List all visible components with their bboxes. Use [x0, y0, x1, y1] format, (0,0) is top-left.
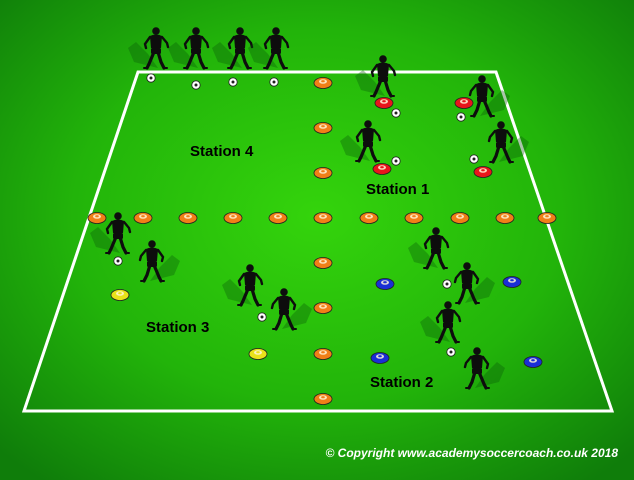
cone-icon [537, 212, 557, 224]
player-icon [463, 347, 505, 390]
cone-icon [87, 212, 107, 224]
cone-icon [523, 356, 543, 368]
cone-icon [404, 212, 424, 224]
station-4-label: Station 4 [190, 143, 254, 160]
cone-icon [248, 348, 268, 360]
cone-icon [178, 212, 198, 224]
soccer-ball-icon [391, 156, 401, 166]
player-icon [468, 75, 510, 118]
cone-icon [370, 352, 390, 364]
soccer-ball-icon [269, 77, 279, 87]
player-icon [340, 120, 382, 163]
player-icon [420, 301, 462, 344]
player-icon [453, 262, 495, 305]
cone-icon [223, 212, 243, 224]
player-icon [222, 264, 264, 307]
player-icon [128, 27, 170, 70]
cone-icon [313, 77, 333, 89]
cone-icon [495, 212, 515, 224]
balls-layer [113, 73, 479, 357]
cone-icon [313, 257, 333, 269]
cone-icon [313, 167, 333, 179]
players-layer [90, 27, 529, 390]
soccer-ball-icon [257, 312, 267, 322]
cone-icon [313, 122, 333, 134]
cone-icon [313, 348, 333, 360]
cone-icon [313, 212, 333, 224]
copyright-notice: © Copyright www.academysoccercoach.co.uk… [325, 446, 618, 460]
soccer-ball-icon [228, 77, 238, 87]
soccer-ball-icon [442, 279, 452, 289]
cone-icon [268, 212, 288, 224]
cone-icon [372, 163, 392, 175]
soccer-ball-icon [146, 73, 156, 83]
player-icon [90, 212, 132, 255]
cone-icon [133, 212, 153, 224]
player-icon [355, 55, 397, 98]
soccer-ball-icon [469, 154, 479, 164]
cone-icon [454, 97, 474, 109]
station-1-label: Station 1 [366, 181, 430, 198]
cone-icon [375, 278, 395, 290]
soccer-ball-icon [446, 347, 456, 357]
player-icon [248, 27, 290, 70]
cone-icon [374, 97, 394, 109]
cones-layer [87, 77, 557, 405]
player-icon [270, 288, 312, 331]
player-icon [408, 227, 450, 270]
soccer-ball-icon [191, 80, 201, 90]
pitch-boundary [21, 70, 615, 413]
cone-icon [450, 212, 470, 224]
player-icon [138, 240, 180, 283]
station-2-label: Station 2 [370, 374, 434, 391]
cone-icon [359, 212, 379, 224]
player-icon [487, 121, 529, 164]
soccer-ball-icon [113, 256, 123, 266]
cone-icon [502, 276, 522, 288]
soccer-ball-icon [456, 112, 466, 122]
player-icon [168, 27, 210, 70]
player-icon [212, 27, 254, 70]
cone-icon [473, 166, 493, 178]
cone-icon [313, 393, 333, 405]
station-3-label: Station 3 [146, 319, 210, 336]
cone-icon [110, 289, 130, 301]
soccer-ball-icon [391, 108, 401, 118]
cone-icon [313, 302, 333, 314]
